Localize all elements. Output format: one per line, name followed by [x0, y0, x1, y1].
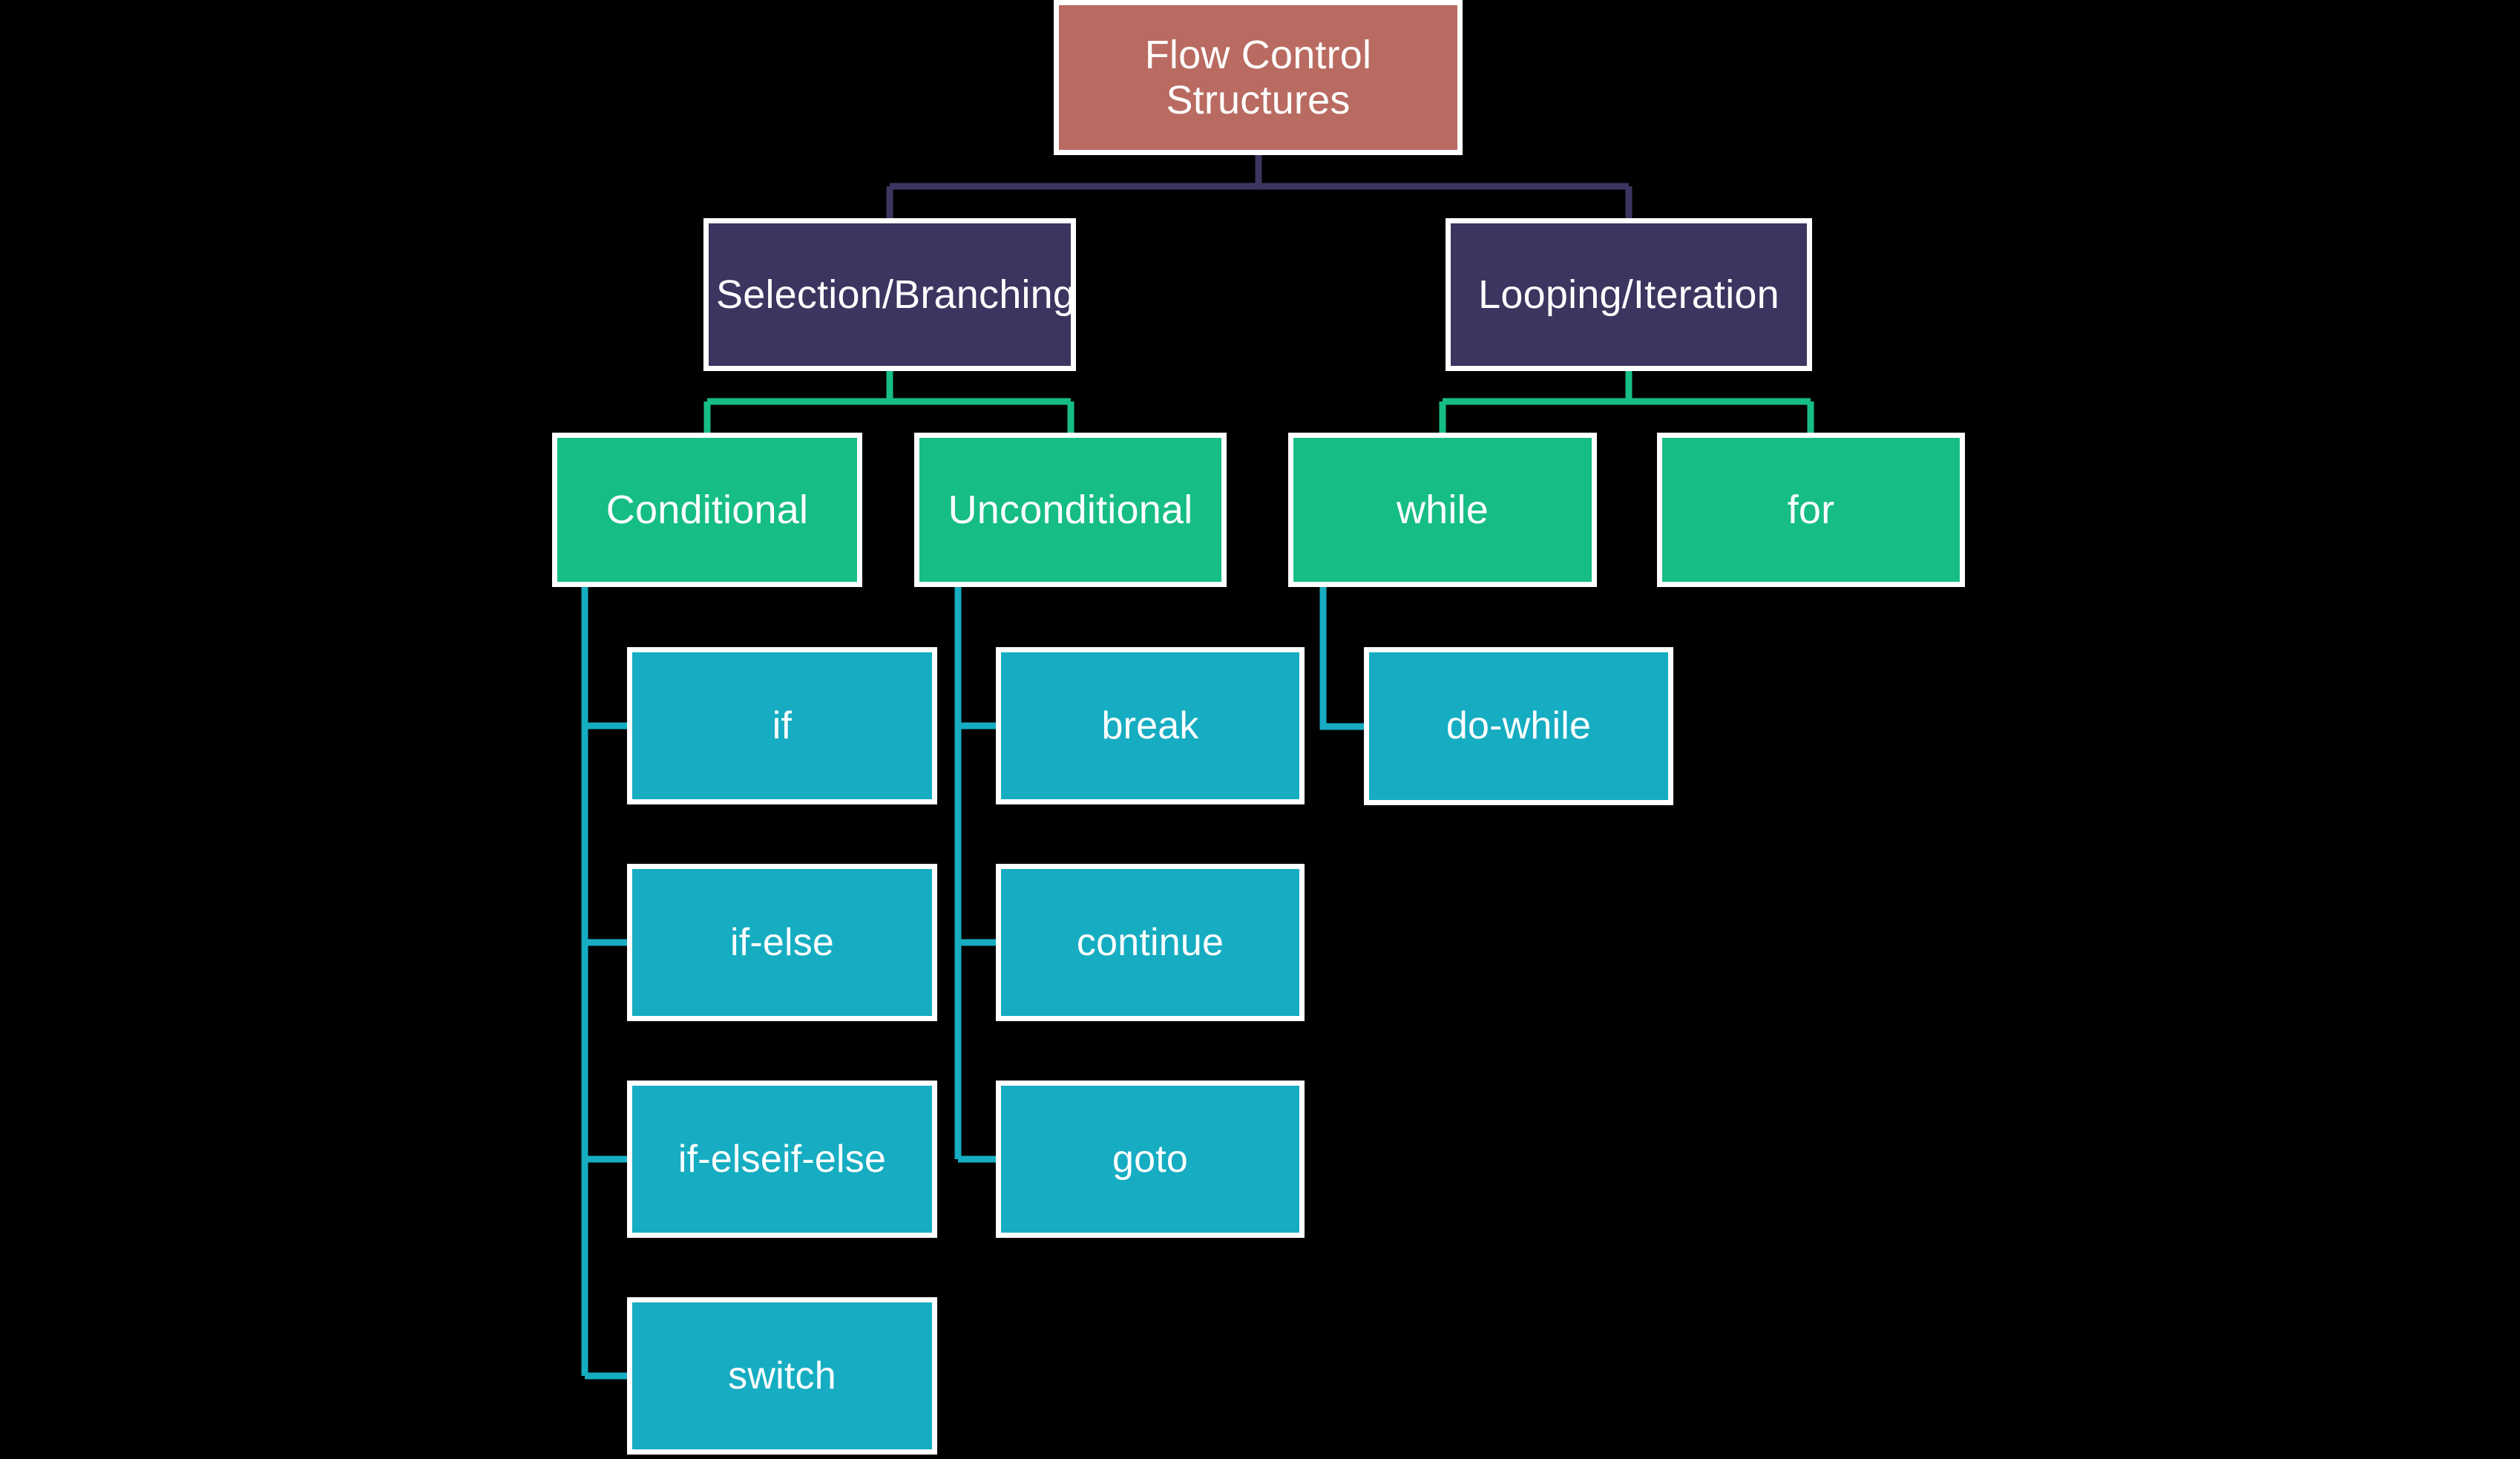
edge-unconditional-to-leaves	[954, 587, 996, 1163]
node-label: Flow Control Structures	[1144, 33, 1372, 122]
node-label: do-while	[1446, 704, 1592, 748]
node-if-else[interactable]: if-else	[627, 864, 937, 1021]
node-label: if-else	[729, 920, 835, 964]
edge-root-to-categories	[886, 155, 1633, 218]
node-looping-iteration[interactable]: Looping/Iteration	[1446, 218, 1812, 371]
node-label: if-elseif-else	[677, 1137, 887, 1181]
node-if[interactable]: if	[627, 647, 937, 804]
node-continue[interactable]: continue	[996, 864, 1305, 1021]
node-conditional[interactable]: Conditional	[552, 433, 862, 587]
node-label: break	[1101, 704, 1199, 747]
node-unconditional[interactable]: Unconditional	[914, 433, 1227, 587]
node-selection-branching[interactable]: Selection/Branching	[703, 218, 1076, 371]
node-flow-control-structures[interactable]: Flow Control Structures	[1054, 0, 1463, 155]
edge-while-to-do-while-path	[1319, 587, 1364, 730]
node-switch[interactable]: switch	[627, 1297, 937, 1455]
node-label: Looping/Iteration	[1478, 272, 1779, 317]
node-if-elseif-else[interactable]: if-elseif-else	[627, 1081, 937, 1238]
node-do-while[interactable]: do-while	[1364, 647, 1673, 805]
node-label: continue	[1076, 920, 1224, 964]
edge-conditional-to-leaves	[581, 587, 627, 1380]
node-for[interactable]: for	[1657, 433, 1965, 587]
edge-while-to-do-while	[1319, 587, 1364, 730]
node-label: goto	[1112, 1137, 1188, 1181]
node-label: if	[772, 704, 793, 747]
node-break[interactable]: break	[996, 647, 1305, 804]
node-goto[interactable]: goto	[996, 1081, 1305, 1238]
edge-selection-to-kinds	[703, 371, 1074, 433]
edge-looping-to-kinds	[1439, 371, 1814, 433]
node-label: for	[1787, 487, 1835, 532]
node-label: while	[1396, 487, 1489, 532]
node-label: Conditional	[606, 487, 809, 532]
node-label: Unconditional	[948, 487, 1193, 532]
node-label: switch	[728, 1354, 836, 1397]
node-label: Selection/Branching	[716, 272, 1076, 317]
node-while[interactable]: while	[1288, 433, 1597, 587]
